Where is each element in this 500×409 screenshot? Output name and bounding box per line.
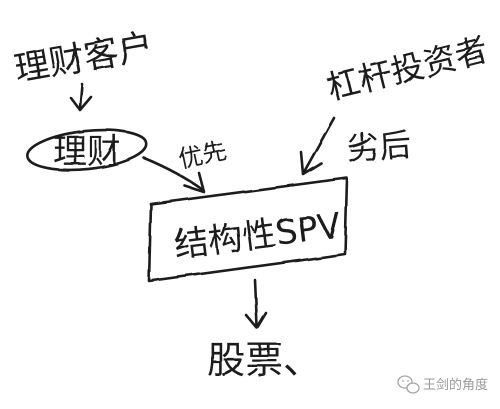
edge-label-subordinate: 劣后 — [346, 126, 413, 168]
arrow-product-to-spv — [142, 156, 206, 194]
edge-label-priority: 优先 — [176, 136, 229, 173]
node-wealth-clients: 理财客户 — [12, 27, 157, 91]
node-stocks: 股票、 — [207, 338, 321, 382]
watermark-text: 王剑的角度 — [423, 377, 488, 393]
arrow-clients-to-product — [69, 82, 93, 112]
node-wealth-product-label: 理财 — [53, 132, 121, 172]
node-structured-spv: 结构性SPV — [147, 176, 349, 283]
wechat-icon — [397, 375, 420, 394]
arrow-investors-to-spv — [299, 116, 336, 176]
node-wealth-product: 理财 — [25, 128, 149, 172]
node-leveraged-investors: 杠杆投资者 — [323, 30, 493, 108]
arrow-spv-to-stocks — [244, 278, 268, 330]
watermark: 王剑的角度 — [397, 375, 488, 394]
